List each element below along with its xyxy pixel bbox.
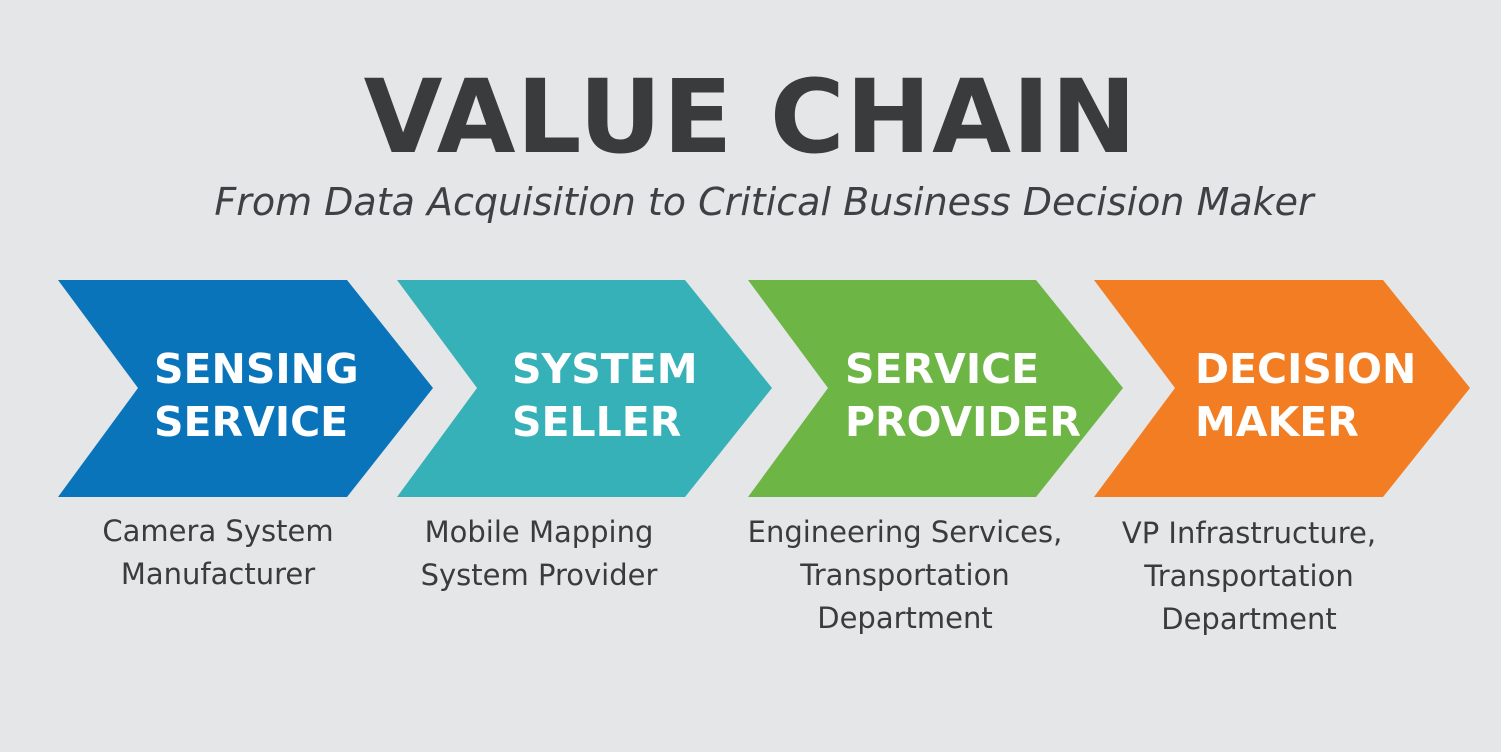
stage-system-seller-desc-line2: System Provider [420,558,658,592]
stage-service-provider-desc-line2: Transportation [800,558,1010,592]
stage-system-seller-line2: SELLER [512,398,682,446]
stage-service-provider-line1: SERVICE [845,345,1040,393]
chevron-service-provider [748,280,1123,497]
stage-decision-maker-line2: MAKER [1195,398,1359,446]
page-subtitle: From Data Acquisition to Critical Busine… [214,180,1314,224]
stage-decision-maker-desc-line3: Department [1161,602,1337,636]
chevron-sensing-service [58,280,433,497]
stage-sensing-service-line2: SERVICE [154,398,349,446]
chevron-decision-maker [1094,280,1470,497]
stage-decision-maker-desc: VP Infrastructure, Transportation Depart… [1086,512,1412,641]
stage-sensing-service-desc: Camera System Manufacturer [58,510,378,596]
stage-sensing-service-line1: SENSING [154,345,359,393]
stage-service-provider-line2: PROVIDER [845,398,1081,446]
stage-sensing-service-desc-line1: Camera System [102,514,334,548]
stage-system-seller-line1: SYSTEM [512,345,698,393]
stage-sensing-service-desc-line2: Manufacturer [120,557,316,591]
stage-decision-maker-desc-line1: VP Infrastructure, [1121,516,1377,550]
chevron-system-seller [397,280,772,497]
stage-service-provider-desc-line1: Engineering Services, [747,515,1063,549]
stage-system-seller-desc-line1: Mobile Mapping [424,515,654,549]
stage-service-provider-desc-line3: Department [817,601,993,635]
stage-system-seller-desc: Mobile Mapping System Provider [379,511,699,597]
stage-decision-maker-line1: DECISION [1195,345,1417,393]
stage-service-provider-desc: Engineering Services, Transportation Dep… [727,511,1083,640]
stage-decision-maker-desc-line2: Transportation [1144,559,1354,593]
page-title: VALUE CHAIN [363,58,1138,177]
